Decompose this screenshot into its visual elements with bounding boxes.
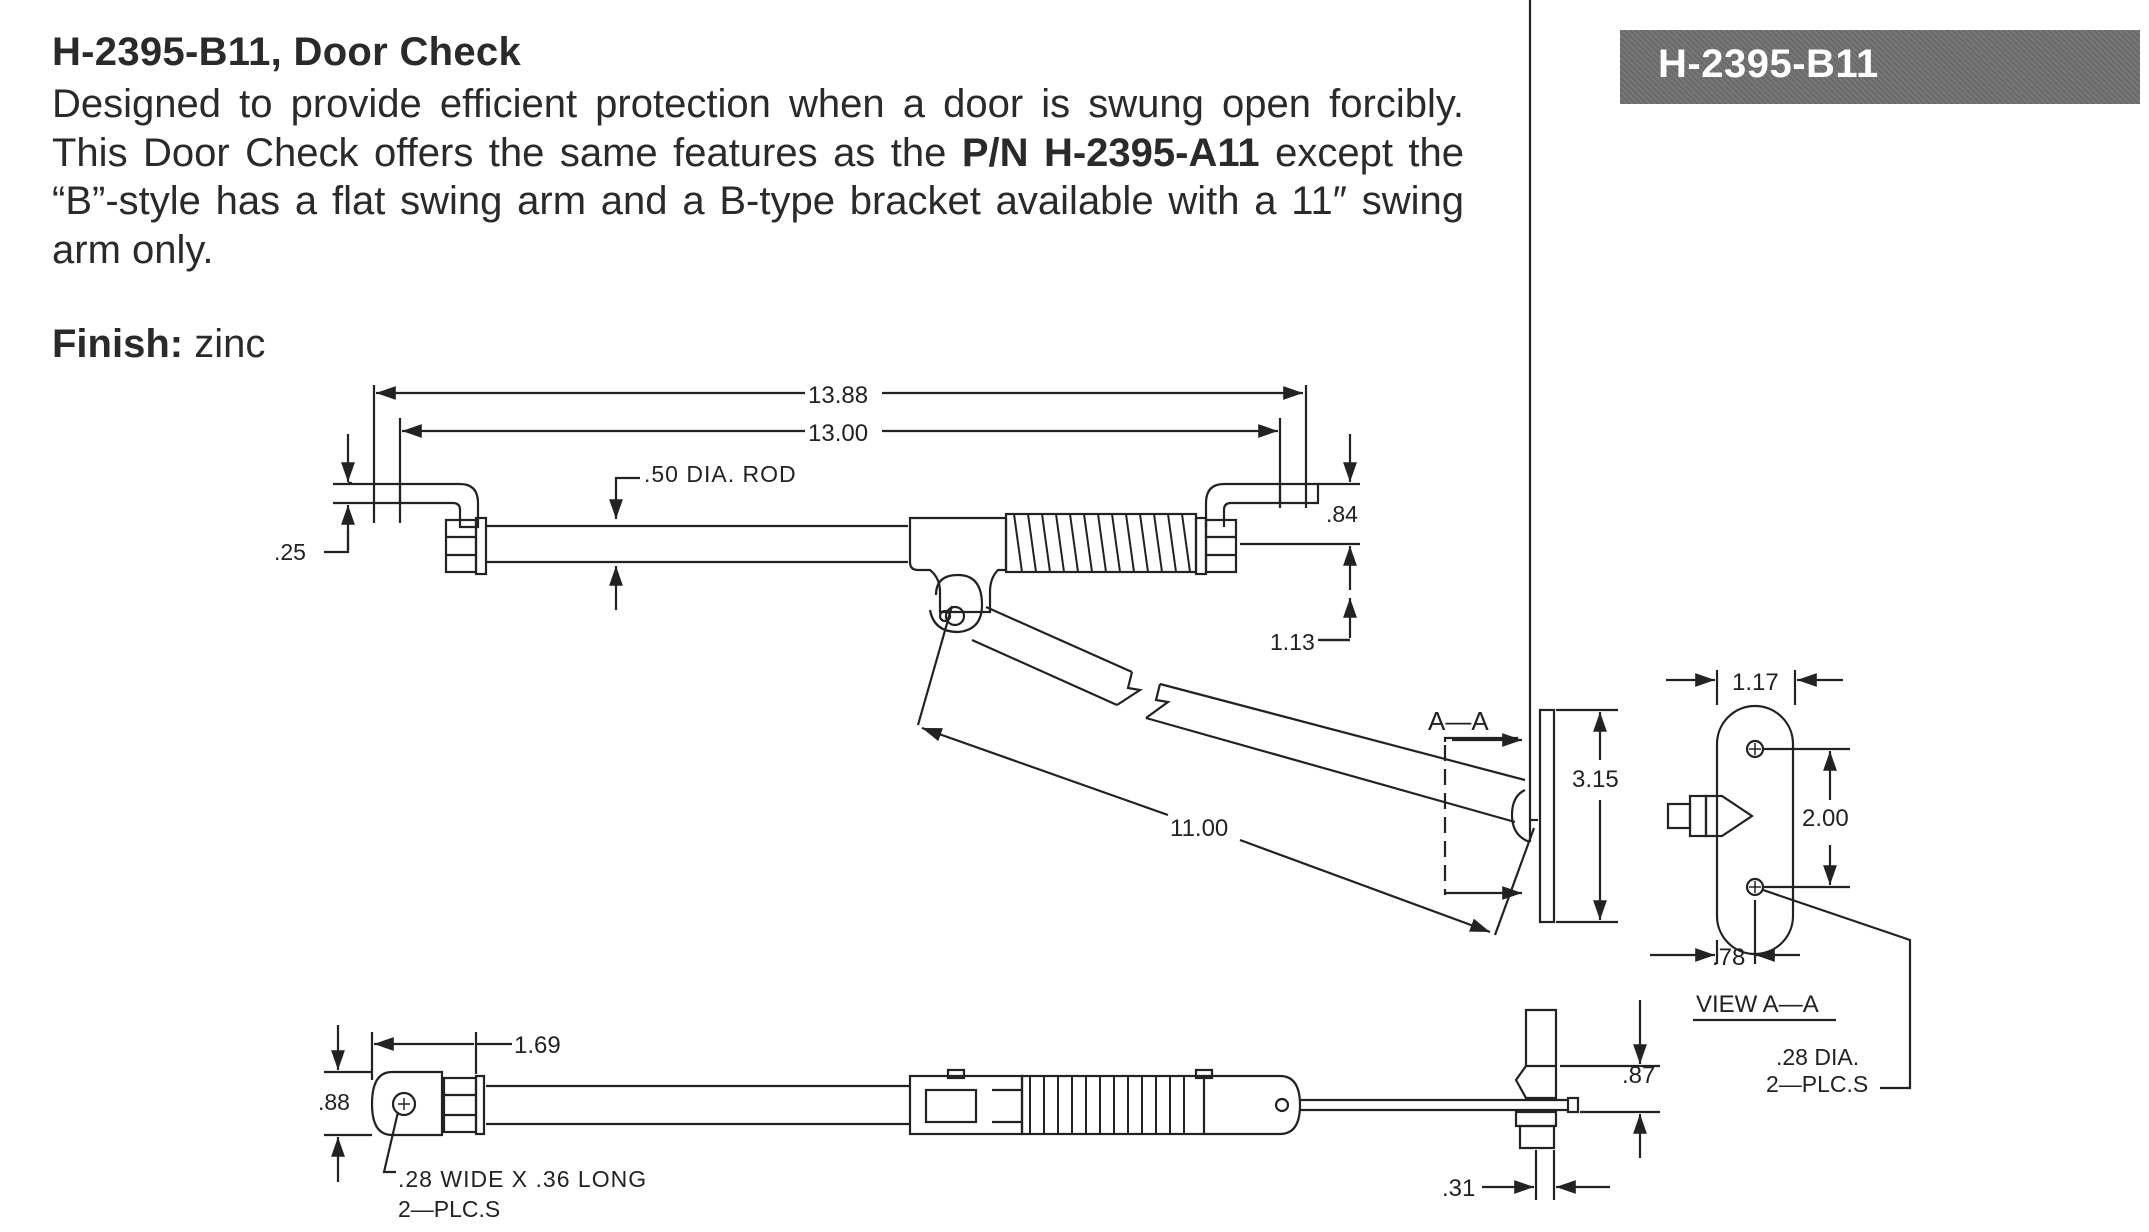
product-description: Designed to provide efficient protection… — [52, 80, 1464, 274]
part-number-badge: H-2395-B11 — [1620, 30, 2140, 104]
dim-arm-length: 11.00 — [1170, 815, 1228, 842]
finish-value: zinc — [194, 322, 266, 366]
description-part-number: P/N H-2395-A11 — [961, 130, 1260, 175]
dim-078: .78 — [1712, 944, 1745, 971]
dim-169: 1.69 — [514, 1032, 561, 1059]
dim-overall-length: 13.88 — [808, 382, 868, 409]
dim-031: .31 — [1442, 1175, 1475, 1202]
dim-center-length: 13.00 — [808, 420, 868, 447]
dim-084: .84 — [1326, 501, 1358, 527]
hole-note-line1: .28 DIA. — [1776, 1044, 1859, 1070]
view-aa-label: VIEW A—A — [1696, 991, 1819, 1018]
dim-315: 3.15 — [1572, 766, 1619, 793]
finish-line: Finish: zinc — [52, 322, 265, 367]
rod-diameter-label: .50 DIA. ROD — [644, 461, 797, 487]
page-title: H-2395-B11, Door Check — [52, 30, 522, 74]
slot-note-line1: .28 WIDE X .36 LONG — [398, 1166, 647, 1192]
section-label: A—A — [1428, 706, 1489, 736]
dim-087: .87 — [1622, 1062, 1655, 1089]
slot-note-line2: 2—PLC.S — [398, 1196, 500, 1222]
hole-note-line2: 2—PLC.S — [1766, 1071, 1868, 1097]
badge-label: H-2395-B11 — [1658, 42, 1879, 86]
description-text-1: Designed to provide efficient protection… — [52, 82, 1464, 175]
description-text-2: except the “B”-style has a flat swing ar… — [52, 130, 1465, 272]
dim-088: .88 — [318, 1089, 350, 1115]
finish-label: Finish: — [52, 322, 184, 366]
dim-200: 2.00 — [1802, 805, 1849, 832]
dim-025: .25 — [274, 539, 306, 565]
dim-113: 1.13 — [1270, 629, 1315, 655]
dim-117: 1.17 — [1732, 669, 1779, 696]
